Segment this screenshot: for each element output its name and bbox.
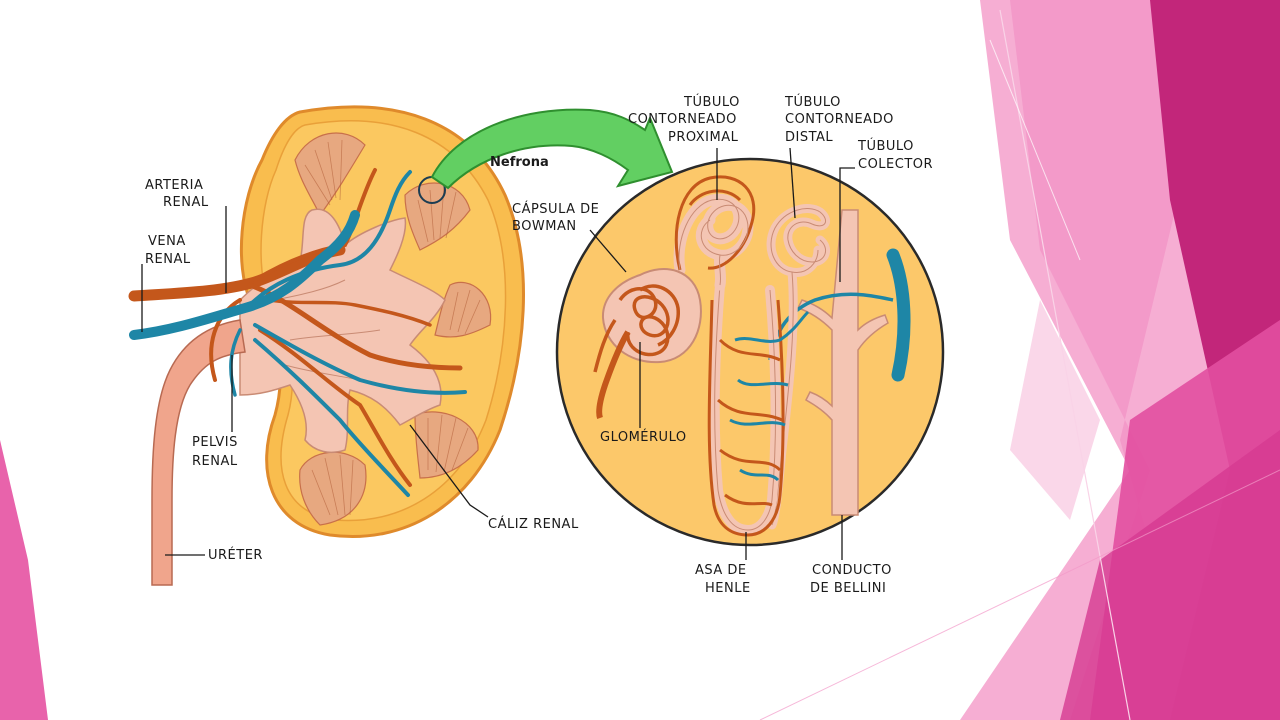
caliz-renal-label: CÁLIZ RENAL bbox=[488, 516, 579, 532]
glomerulus-tuft bbox=[593, 284, 680, 419]
capsula-bowman-label-2: BOWMAN bbox=[512, 219, 577, 234]
tubulo-proximal-label-3: PROXIMAL bbox=[668, 130, 739, 145]
ureter-tube bbox=[151, 319, 246, 586]
distal-leader bbox=[789, 147, 796, 219]
pelvis-renal-label-2: RENAL bbox=[192, 454, 238, 469]
tubulo-distal-label-3: DISTAL bbox=[785, 130, 833, 145]
kidney-cross-section bbox=[128, 105, 525, 586]
ureter-label: URÉTER bbox=[208, 547, 263, 563]
nephron-zoom-arrow bbox=[430, 108, 674, 190]
labels: ARTERIA RENAL VENA RENAL PELVIS RENAL UR… bbox=[145, 94, 933, 596]
vena-renal-label-2: RENAL bbox=[145, 252, 191, 267]
colector-leader bbox=[839, 167, 855, 282]
tubulo-proximal-label-2: CONTORNEADO bbox=[628, 112, 737, 127]
asa-henle-label-2: HENLE bbox=[705, 581, 751, 596]
pink-decoration-left bbox=[0, 440, 48, 720]
collecting-duct bbox=[796, 209, 889, 516]
conducto-bellini-label-2: DE BELLINI bbox=[810, 581, 886, 596]
conducto-bellini-label-1: CONDUCTO bbox=[812, 563, 892, 578]
glomerulo-label: GLOMÉRULO bbox=[600, 429, 687, 445]
capsula-bowman-label-1: CÁPSULA DE bbox=[512, 201, 599, 217]
arteria-renal-label-1: ARTERIA bbox=[145, 178, 203, 193]
nefrona-label: Nefrona bbox=[490, 155, 549, 170]
capsula-leader bbox=[589, 229, 627, 273]
kidney-label-leaders bbox=[141, 206, 489, 556]
pelvis-renal-label-1: PELVIS bbox=[192, 435, 238, 450]
tubulo-distal-label-1: TÚBULO bbox=[784, 94, 841, 110]
nephron-detail bbox=[555, 147, 945, 560]
renal-pyramids bbox=[294, 132, 492, 526]
arteria-renal-label-2: RENAL bbox=[163, 195, 209, 210]
vena-renal-label-1: VENA bbox=[148, 234, 186, 249]
renal-vein-branches bbox=[129, 170, 467, 497]
pink-decoration-right bbox=[759, 0, 1280, 720]
asa-henle-label-1: ASA DE bbox=[695, 563, 747, 578]
renal-artery-branches bbox=[128, 168, 463, 487]
tubulo-colector-label-1: TÚBULO bbox=[857, 138, 914, 154]
tubulo-colector-label-2: COLECTOR bbox=[858, 157, 933, 172]
tubulo-distal-label-2: CONTORNEADO bbox=[785, 112, 894, 127]
tubulo-proximal-label-1: TÚBULO bbox=[683, 94, 740, 110]
